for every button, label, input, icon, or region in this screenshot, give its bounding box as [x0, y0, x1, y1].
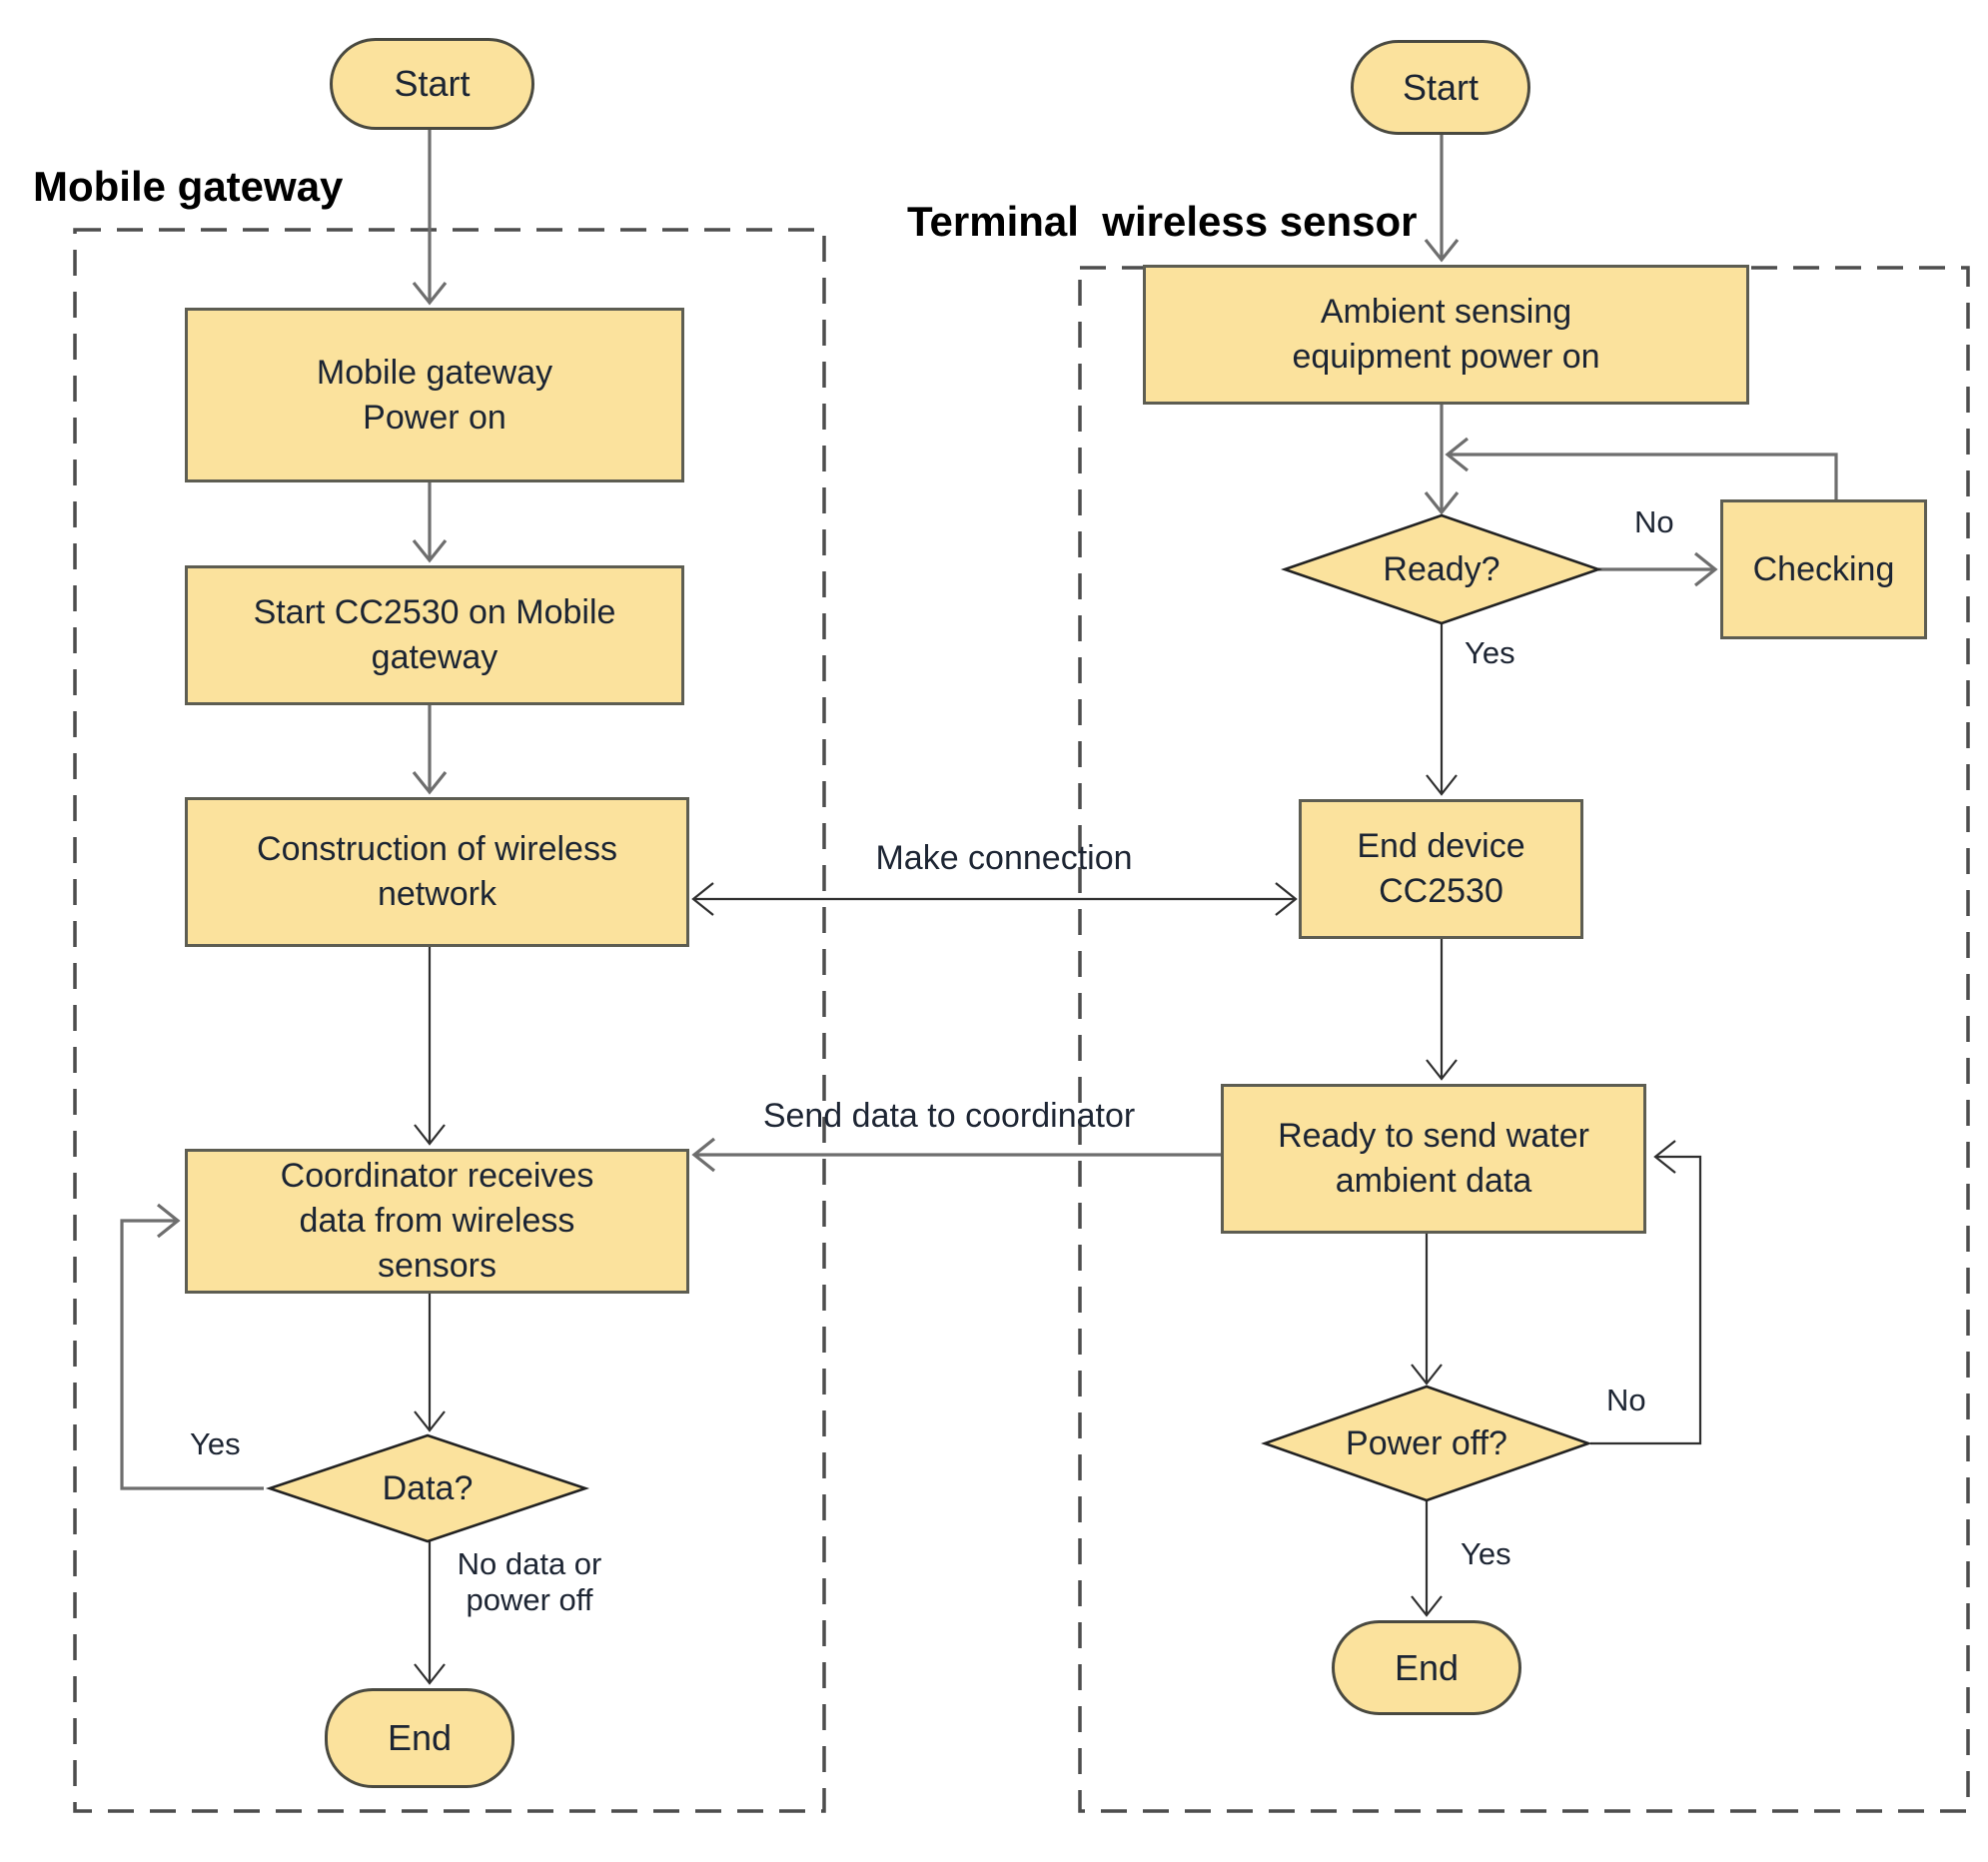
checking-node: Checking	[1720, 499, 1927, 639]
feedback-checking-to-ready	[1448, 453, 1838, 499]
send-data-label: Send data to coordinator	[762, 1097, 1136, 1135]
ready-yes-label: Yes	[1465, 635, 1515, 670]
data-decision-label: Data?	[382, 1468, 474, 1507]
ready-decision-shape	[1281, 513, 1602, 625]
power-off-decision-label: Power off?	[1346, 1423, 1507, 1462]
data-yes-label: Yes	[190, 1426, 241, 1461]
gray-connectors	[120, 130, 1838, 1490]
ambient-sensing-node: Ambient sensing equipment power on	[1143, 265, 1749, 405]
end-node-mobile-gateway: End	[325, 1688, 514, 1788]
end-node-terminal-sensor: End	[1332, 1620, 1521, 1715]
power-off-yes-label: Yes	[1461, 1536, 1511, 1571]
dark-connectors	[414, 623, 1702, 1685]
power-on-node: Mobile gateway Power on	[185, 308, 684, 482]
power-off-no-label: No	[1606, 1383, 1646, 1417]
mobile-gateway-lane-border	[73, 228, 826, 1813]
power-off-decision-shape	[1261, 1385, 1592, 1502]
terminal-sensor-lane-title: Terminal wireless sensor	[907, 198, 1418, 245]
yes-loop-data-to-coordinator	[120, 1219, 264, 1490]
ready-to-send-node: Ready to send water ambient data	[1221, 1084, 1646, 1234]
ready-no-label: No	[1634, 504, 1674, 539]
no-data-power-off-label: No data or power off	[457, 1546, 602, 1617]
data-decision-shape	[265, 1433, 590, 1543]
mobile-gateway-lane-title: Mobile gateway	[33, 163, 344, 210]
coordinator-node: Coordinator receives data from wireless …	[185, 1149, 689, 1294]
ready-decision-label: Ready?	[1383, 549, 1500, 588]
start-node-terminal-sensor: Start	[1351, 40, 1530, 135]
construction-node: Construction of wireless network	[185, 797, 689, 947]
decision-shapes	[265, 513, 1602, 1543]
start-cc2530-node: Start CC2530 on Mobile gateway	[185, 565, 684, 705]
no-loop-power-off-to-ready-send	[1590, 1155, 1702, 1445]
make-connection-label: Make connection	[875, 839, 1133, 877]
end-device-node: End device CC2530	[1299, 799, 1583, 939]
start-node-mobile-gateway: Start	[330, 38, 534, 130]
